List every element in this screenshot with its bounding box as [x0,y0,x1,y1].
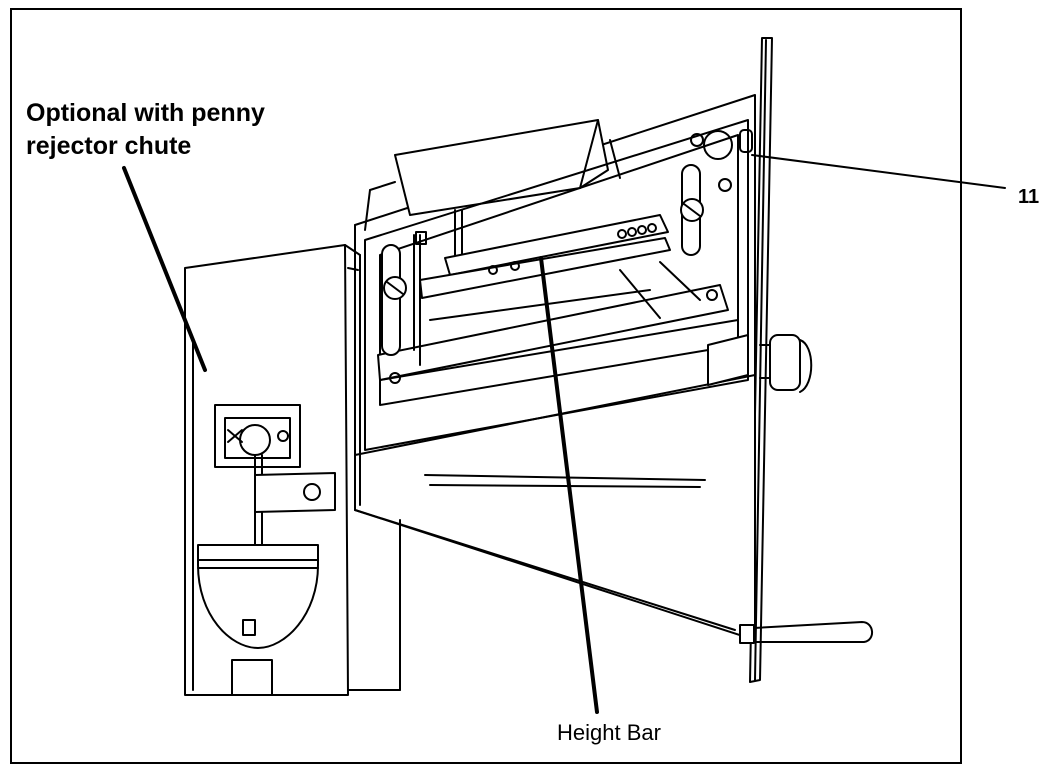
height-bar-label: Height Bar [557,720,661,745]
optional-label-line2: rejector chute [26,132,192,160]
leader-line-11 [751,154,1006,189]
leader-lines [122,154,1006,714]
coin-return-knob [707,334,813,393]
penny-rejector-chute [184,244,401,696]
leader-line-optional [122,166,207,372]
lower-bracket [377,261,729,384]
figure-frame [10,8,962,764]
callout-number-label: 11 [1018,186,1040,208]
optional-penny-rejector-label: Optional with penny rejector chute [26,97,265,163]
left-slot [381,231,427,356]
right-slot [680,129,753,256]
leader-line-height-bar [539,256,599,714]
optional-label-line1: Optional with penny [26,99,265,127]
height-bar [419,214,671,299]
lower-handle [739,621,873,644]
top-guide [364,119,621,231]
